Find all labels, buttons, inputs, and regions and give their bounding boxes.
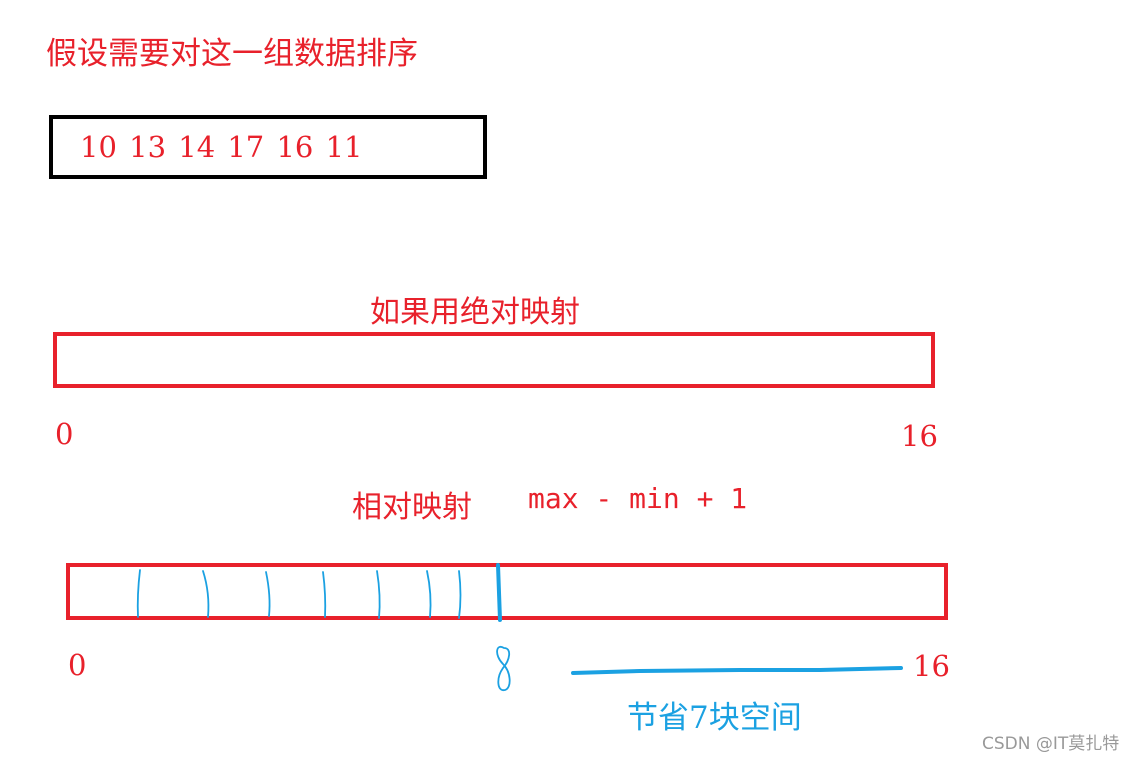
tick-stroke — [376, 570, 381, 619]
absolute-map-bar — [53, 332, 935, 388]
tick-stroke — [322, 571, 327, 618]
boundary-stroke — [496, 563, 502, 622]
data-array-values: 10 13 14 17 16 11 — [80, 130, 363, 164]
tick-stroke — [458, 570, 462, 619]
relative-map-start: 0 — [68, 648, 87, 682]
relative-map-label: 相对映射 — [352, 490, 472, 525]
saving-note: 节省7块空间 — [627, 700, 802, 736]
tick-stroke — [426, 570, 432, 618]
absolute-map-start: 0 — [55, 417, 74, 451]
absolute-map-label: 如果用绝对映射 — [370, 295, 580, 330]
handwritten-eight-mark: 8 — [0, 0, 511, 691]
tick-stroke — [136, 569, 141, 618]
tick-stroke — [202, 570, 210, 618]
watermark: CSDN @IT莫扎特 — [982, 734, 1120, 754]
absolute-map-end: 16 — [901, 419, 938, 453]
tick-stroke — [265, 571, 271, 617]
diagram-title: 假设需要对这一组数据排序 — [46, 36, 418, 72]
relative-map-end: 16 — [913, 649, 950, 683]
relative-map-bar — [66, 563, 948, 620]
saving-underline — [571, 666, 903, 675]
mark-value: 8 — [0, 0, 10, 4]
data-array-box — [49, 115, 487, 179]
relative-map-formula: max - min + 1 — [528, 482, 748, 515]
